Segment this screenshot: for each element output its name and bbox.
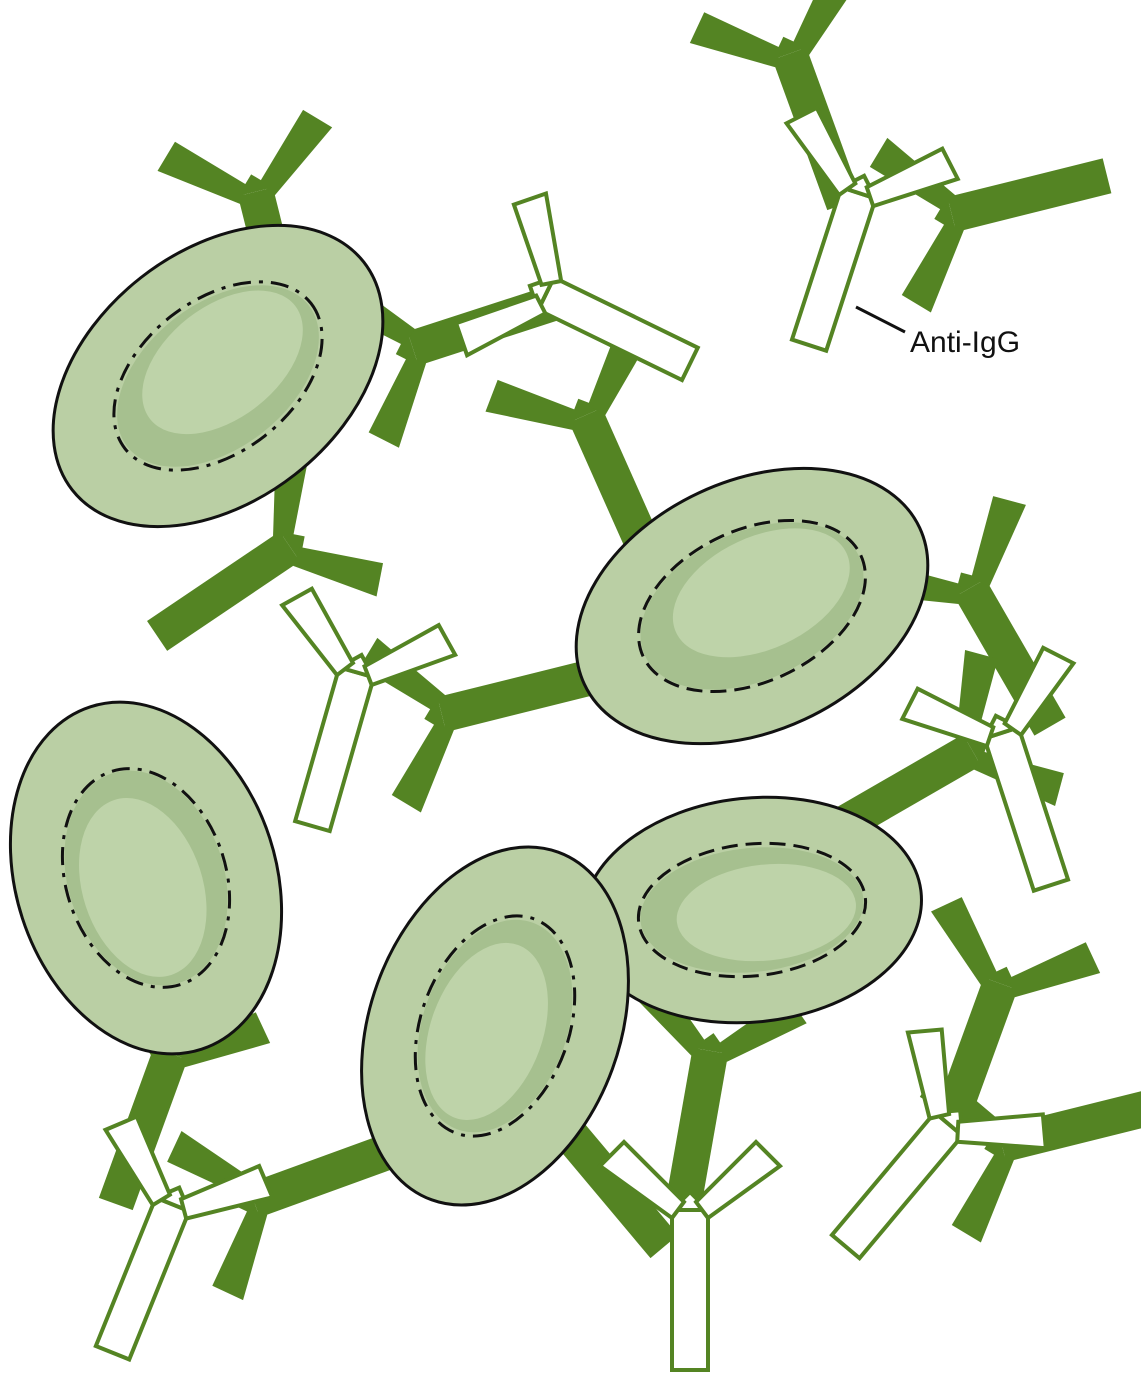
anti-igg-callout: Anti-IgG — [856, 307, 1020, 359]
anti-igg-antibody — [777, 1014, 1061, 1304]
callout-leader-line — [856, 307, 905, 332]
igg-antibody — [864, 88, 1129, 318]
red-blood-cell — [0, 667, 325, 1090]
red-blood-cell — [0, 164, 441, 589]
anti-igg-label: Anti-IgG — [910, 326, 1020, 359]
